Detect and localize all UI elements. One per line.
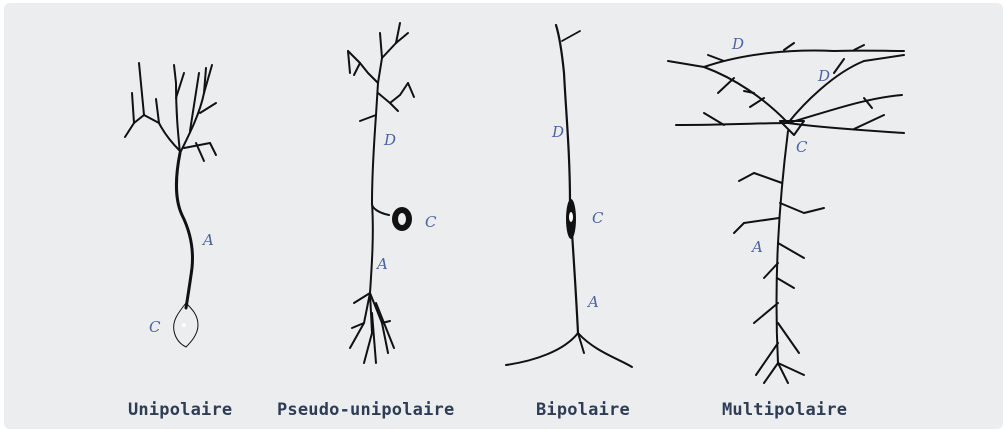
multipolar-cell-body-label: C: [796, 138, 807, 156]
pseudo-unipolar-axon-label: A: [377, 255, 388, 273]
caption-pseudo-unipolar: Pseudo-unipolaire: [277, 400, 454, 420]
caption-multipolar: Multipolaire: [722, 400, 847, 420]
pseudo-unipolar-dendrites: [348, 23, 414, 121]
neuron-types-figure: A C D C A D C A D D C A Unipolaire Pseud…: [4, 3, 1003, 429]
unipolar-dendrites: [125, 63, 216, 161]
neuron-drawings: [4, 3, 1003, 429]
pseudo-unipolar-dendrite-label: D: [384, 131, 396, 149]
bipolar-dendrite-label: D: [552, 123, 564, 141]
multipolar-neuron: [668, 43, 904, 383]
caption-unipolar: Unipolaire: [128, 400, 232, 420]
bipolar-axon-label: A: [588, 293, 599, 311]
multipolar-dendrite-label-1: D: [732, 35, 744, 53]
unipolar-cell-body: [174, 303, 198, 347]
bipolar-axon: [572, 233, 578, 333]
bipolar-neuron: [506, 25, 632, 367]
caption-bipolar: Bipolaire: [536, 400, 630, 420]
unipolar-cell-body-label: C: [149, 318, 160, 336]
pseudo-unipolar-cell-body-label: C: [425, 213, 436, 231]
bipolar-cell-body: [566, 199, 576, 239]
pseudo-unipolar-axon: [350, 115, 394, 363]
unipolar-neuron: [125, 63, 216, 347]
multipolar-axon-label: A: [752, 238, 763, 256]
pseudo-unipolar-neuron: [348, 23, 414, 363]
multipolar-dendrites: [668, 43, 904, 133]
bipolar-axon-terminal: [506, 333, 632, 367]
multipolar-dendrite-label-2: D: [818, 67, 830, 85]
pseudo-unipolar-cell-body: [392, 207, 412, 231]
bipolar-dendrite: [556, 25, 570, 203]
unipolar-axon: [177, 153, 193, 308]
multipolar-axon: [734, 131, 824, 383]
bipolar-cell-body-label: C: [592, 209, 603, 227]
unipolar-axon-label: A: [203, 231, 214, 249]
